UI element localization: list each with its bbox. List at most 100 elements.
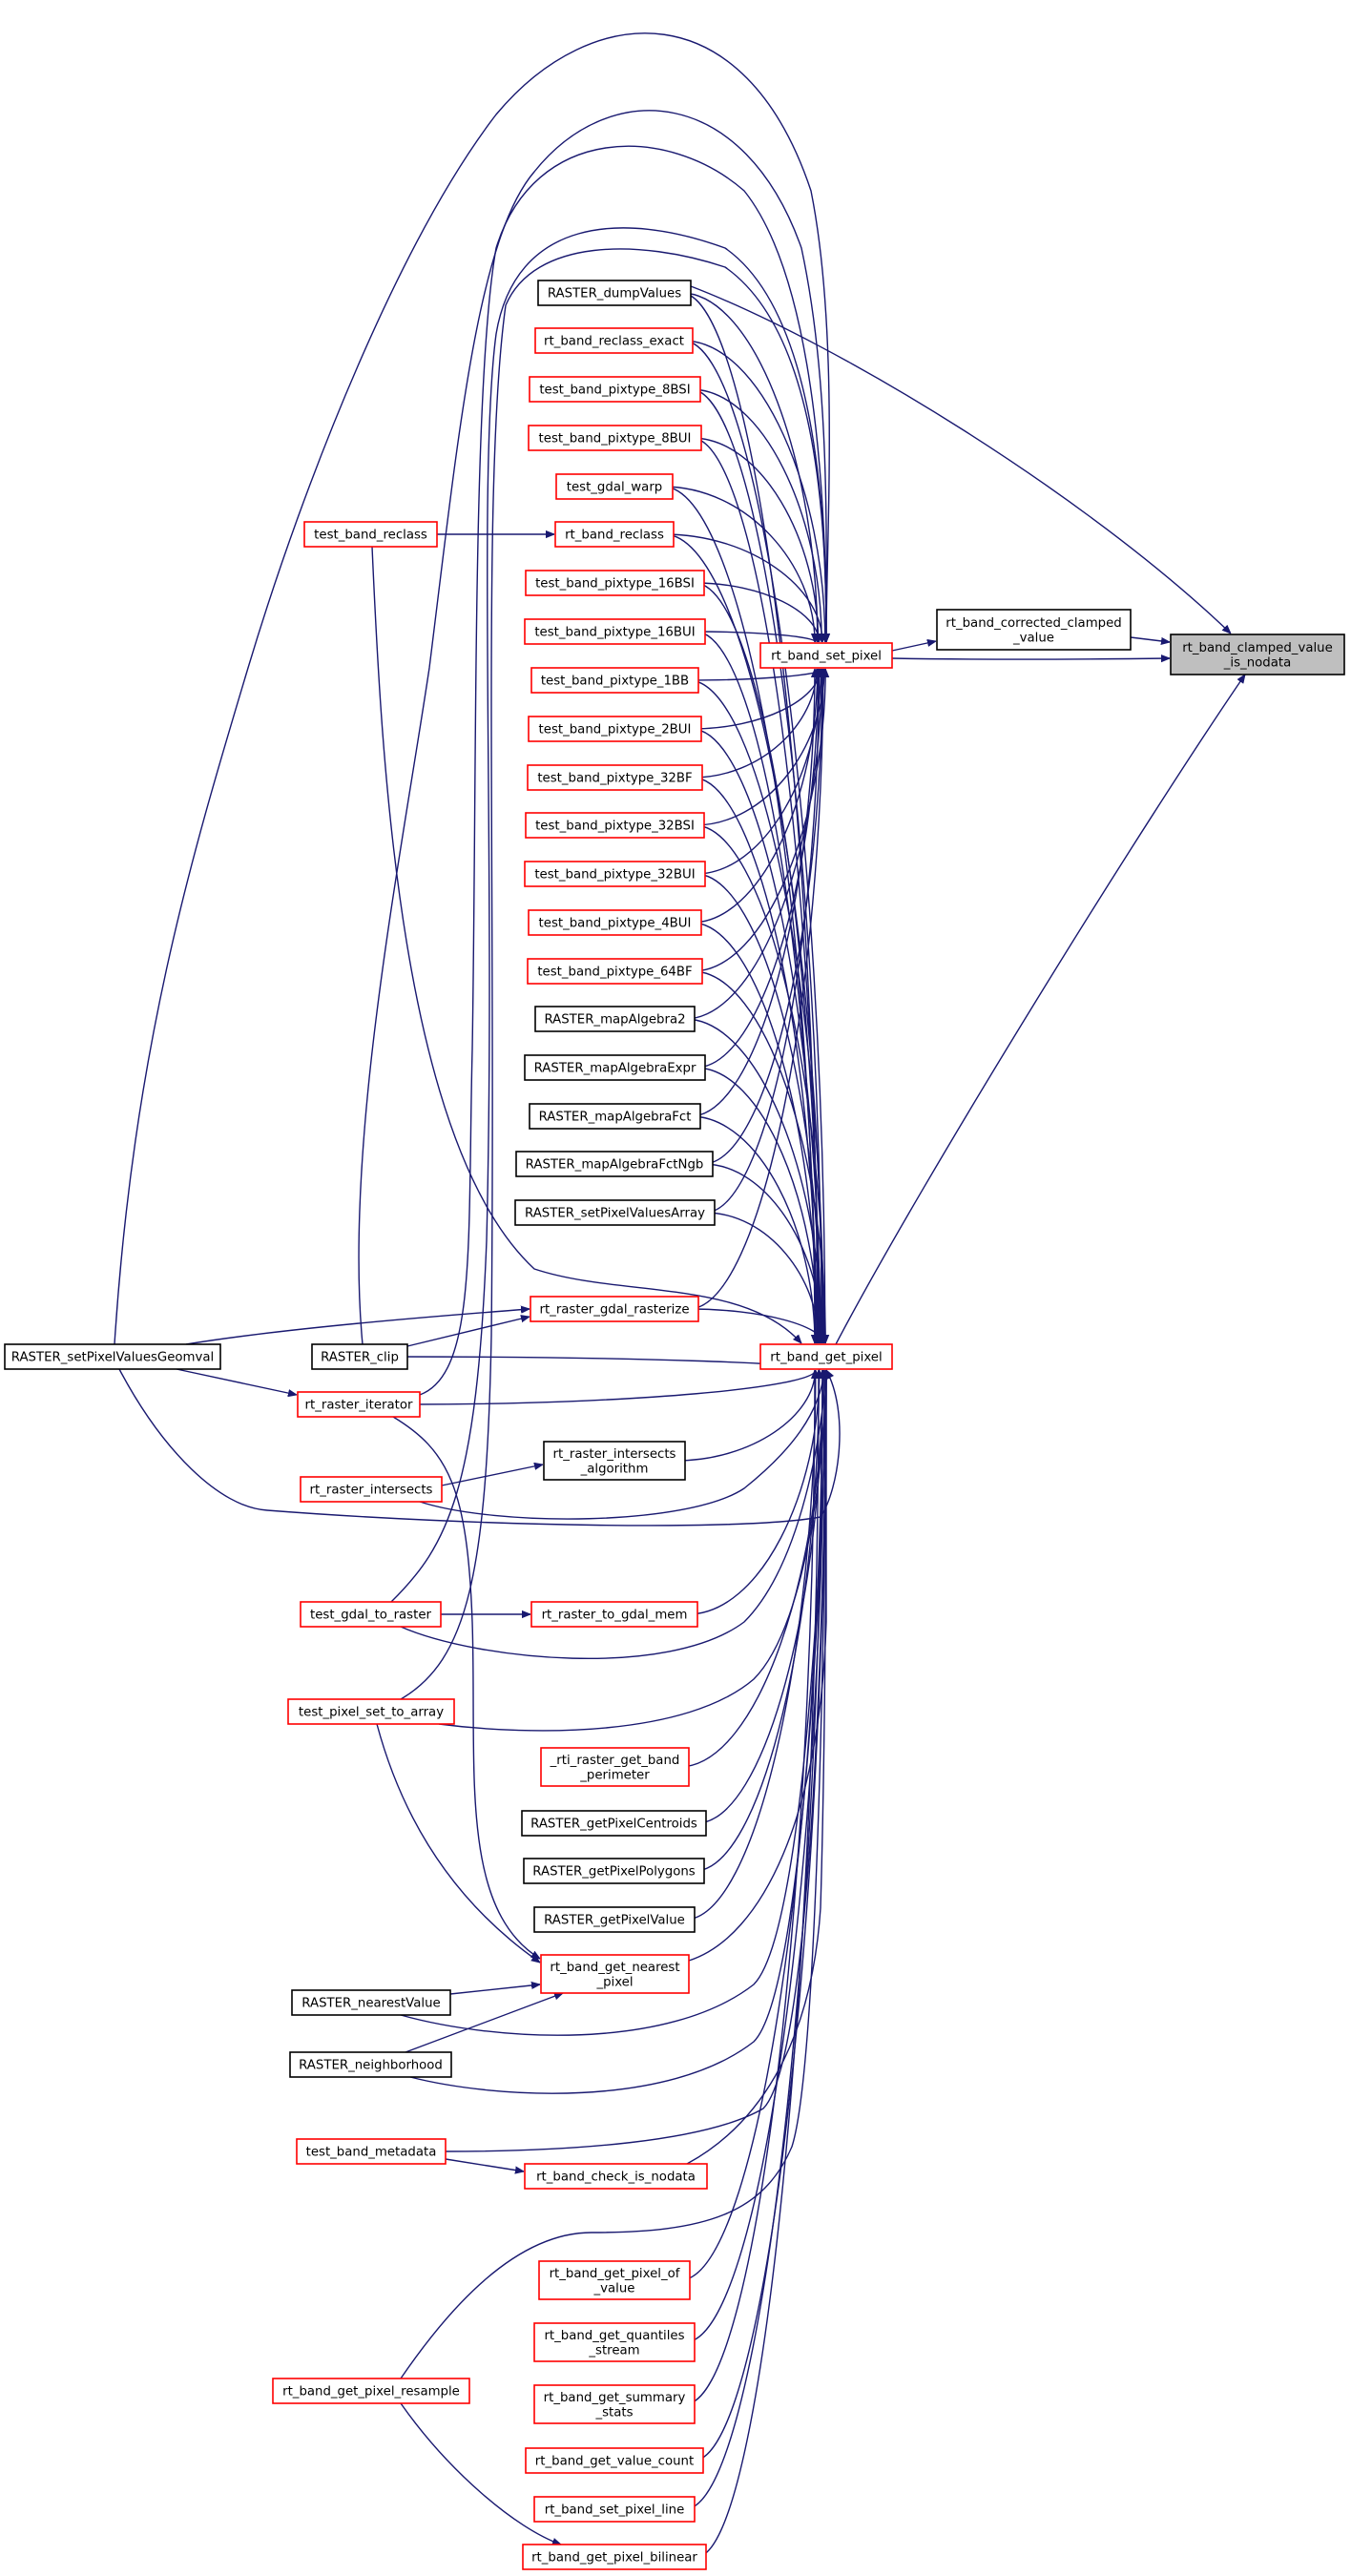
graph-node-raster-intersects[interactable]: rt_raster_intersects — [300, 1476, 443, 1503]
call-edge-pixel_bilinear-to-get_pixel — [696, 1370, 819, 2558]
node-box — [534, 1006, 696, 1032]
graph-node-setPixelValuesArray[interactable]: RASTER_setPixelValuesArray — [514, 1199, 716, 1226]
node-label: test_band_pixtype_32BUI — [534, 868, 695, 883]
node-label: RASTER_getPixelPolygons — [532, 1865, 695, 1880]
graph-node-px-1BB[interactable]: test_band_pixtype_1BB — [530, 667, 699, 694]
graph-node-pixel-of-value[interactable]: rt_band_get_pixel_of_value — [538, 2260, 691, 2300]
call-edge-nearestValue-to-nearest_pixel — [449, 1984, 540, 1995]
node-box — [936, 609, 1132, 651]
graph-node-px-32BF[interactable]: test_band_pixtype_32BF — [527, 764, 703, 791]
node-label: RASTER_nearestValue — [301, 1997, 440, 2011]
node-label: _perimeter — [579, 1768, 650, 1782]
graph-node-pixel-bilinear[interactable]: rt_band_get_pixel_bilinear — [522, 2544, 707, 2570]
call-edge-raster_clip-to-get_pixel — [397, 1356, 820, 1371]
graph-node-to-gdal-mem[interactable]: rt_raster_to_gdal_mem — [530, 1601, 698, 1628]
node-label: RASTER_clip — [321, 1351, 399, 1365]
call-edge-mapAlgebraFct-to-set_pixel — [690, 669, 815, 1117]
call-edge-setPixelValuesArray-to-get_pixel — [704, 1212, 819, 1343]
node-label: _is_nodata — [1223, 655, 1291, 670]
node-label: _value — [593, 2281, 635, 2296]
graph-node-raster-iterator[interactable]: rt_raster_iterator — [297, 1391, 421, 1418]
graph-node-px-32BUI[interactable]: test_band_pixtype_32BUI — [524, 861, 706, 887]
node-label: rt_band_get_summary — [544, 2391, 686, 2405]
graph-node-px-16BUI[interactable]: test_band_pixtype_16BUI — [524, 618, 706, 645]
call-edge-raster_clip-to-gdal_rasterize — [406, 1317, 530, 1347]
graph-node-pixel-resample[interactable]: rt_band_get_pixel_resample — [272, 2378, 470, 2404]
call-edge-band_reclass-to-set_pixel — [663, 533, 822, 642]
graph-node-test-band-reclass[interactable]: test_band_reclass — [303, 521, 438, 548]
graph-node-get-pixel[interactable]: rt_band_get_pixel — [759, 1343, 893, 1370]
call-edge-quantiles_stream-to-get_pixel — [684, 1370, 824, 2343]
node-label: rt_band_get_pixel — [770, 1351, 882, 1365]
graph-node-gdal-rasterize[interactable]: rt_raster_gdal_rasterize — [530, 1296, 699, 1322]
call-edge-set_pixel_line-to-get_pixel — [684, 1370, 822, 2510]
call-edge-px_8BSI-to-get_pixel — [690, 388, 821, 1343]
node-box — [537, 280, 692, 306]
call-edge-raster_iterator-to-nearest_pixel — [392, 1416, 540, 1959]
call-edge-px_32BF-to-get_pixel — [692, 777, 817, 1343]
graph-node-setPixelValuesGeomval[interactable]: RASTER_setPixelValuesGeomval — [4, 1343, 221, 1370]
graph-node-px-8BSI[interactable]: test_band_pixtype_8BSI — [529, 376, 701, 403]
node-layer: rt_band_clamped_value_is_nodatart_band_c… — [4, 280, 1345, 2570]
node-box — [759, 642, 893, 669]
graph-node-getPixelValue[interactable]: RASTER_getPixelValue — [533, 1906, 696, 1933]
node-box — [514, 1199, 716, 1226]
node-label: RASTER_setPixelValuesArray — [525, 1207, 705, 1221]
node-label: test_band_pixtype_32BF — [537, 772, 692, 786]
graph-node-px-4BUI[interactable]: test_band_pixtype_4BUI — [528, 909, 702, 936]
node-label: rt_raster_iterator — [305, 1399, 413, 1413]
graph-node-intersects-algorithm[interactable]: rt_raster_intersects_algorithm — [543, 1441, 686, 1481]
graph-node-mapAlgebraFct[interactable]: RASTER_mapAlgebraFct — [529, 1103, 701, 1130]
graph-node-band-perimeter[interactable]: _rti_raster_get_band_perimeter — [540, 1747, 690, 1787]
graph-node-gdal-to-raster[interactable]: test_gdal_to_raster — [300, 1601, 442, 1628]
graph-node-check-is-nodata[interactable]: rt_band_check_is_nodata — [524, 2163, 708, 2190]
call-edge-getPixelPolygons-to-get_pixel — [694, 1370, 819, 1872]
call-edge-pixel_of_value-to-get_pixel — [679, 1370, 822, 2281]
node-label: rt_band_get_pixel_bilinear — [531, 2551, 697, 2566]
graph-node-quantiles-stream[interactable]: rt_band_get_quantiles_stream — [533, 2322, 696, 2362]
graph-node-value-count[interactable]: rt_band_get_value_count — [525, 2447, 704, 2474]
call-edge-reclass_exact-to-set_pixel — [682, 340, 825, 642]
graph-node-px-32BSI[interactable]: test_band_pixtype_32BSI — [525, 812, 705, 839]
node-label: test_band_pixtype_16BUI — [534, 626, 695, 640]
call-edge-pixel_set_to_array-to-nearest_pixel — [376, 1723, 540, 1963]
graph-node-corrected[interactable]: rt_band_corrected_clamped_value — [936, 609, 1132, 651]
node-box — [528, 716, 702, 742]
node-label: _rti_raster_get_band — [550, 1754, 680, 1768]
graph-node-gdal-warp[interactable]: test_gdal_warp — [555, 473, 674, 500]
graph-node-neighborhood[interactable]: RASTER_neighborhood — [289, 2051, 452, 2078]
node-label: _algorithm — [580, 1462, 649, 1476]
graph-node-px-64BF[interactable]: test_band_pixtype_64BF — [527, 958, 703, 985]
call-edge-px_32BUI-to-get_pixel — [695, 873, 821, 1343]
graph-node-dumpValues[interactable]: RASTER_dumpValues — [537, 280, 692, 306]
graph-node-px-8BUI[interactable]: test_band_pixtype_8BUI — [528, 425, 702, 451]
graph-node-mapAlgebraExpr[interactable]: RASTER_mapAlgebraExpr — [524, 1054, 706, 1081]
graph-node-reclass-exact[interactable]: rt_band_reclass_exact — [534, 327, 694, 354]
graph-node-nearestValue[interactable]: RASTER_nearestValue — [291, 1989, 451, 2016]
graph-node-px-16BSI[interactable]: test_band_pixtype_16BSI — [525, 570, 705, 596]
graph-node-getPixelPolygons[interactable]: RASTER_getPixelPolygons — [523, 1858, 705, 1884]
node-label: test_band_pixtype_4BUI — [539, 917, 692, 931]
graph-node-band-reclass[interactable]: rt_band_reclass — [554, 521, 675, 548]
node-label: test_band_pixtype_8BUI — [539, 432, 692, 447]
call-edge-gdal_warp-to-set_pixel — [662, 486, 815, 642]
graph-node-pixel-set-to-array[interactable]: test_pixel_set_to_array — [287, 1698, 455, 1725]
graph-node-mapAlgebraFctNgb[interactable]: RASTER_mapAlgebraFctNgb — [515, 1151, 714, 1177]
graph-node-band-metadata[interactable]: test_band_metadata — [296, 2138, 447, 2165]
graph-node-raster-clip[interactable]: RASTER_clip — [311, 1343, 408, 1370]
graph-node-set-pixel-line[interactable]: rt_band_set_pixel_line — [533, 2496, 696, 2523]
graph-node-nearest-pixel[interactable]: rt_band_get_nearest_pixel — [540, 1954, 690, 1994]
node-label: rt_band_reclass — [565, 529, 664, 543]
node-label: test_band_pixtype_16BSI — [535, 577, 695, 592]
node-box — [533, 2322, 696, 2362]
graph-node-getPixelCentroids[interactable]: RASTER_getPixelCentroids — [521, 1810, 707, 1837]
graph-node-mapAlgebra2[interactable]: RASTER_mapAlgebra2 — [534, 1006, 696, 1032]
graph-node-set-pixel[interactable]: rt_band_set_pixel — [759, 642, 893, 669]
call-edge-raster_intersects-to-intersects_algorithm — [441, 1465, 543, 1486]
node-box — [300, 1601, 442, 1628]
graph-node-px-2BUI[interactable]: test_band_pixtype_2BUI — [528, 716, 702, 742]
graph-node-summary-stats[interactable]: rt_band_get_summary_stats — [533, 2384, 696, 2424]
call-edge-pixel_set_to_array-to-get_pixel — [438, 1370, 826, 1732]
node-label: rt_band_corrected_clamped — [946, 616, 1121, 631]
